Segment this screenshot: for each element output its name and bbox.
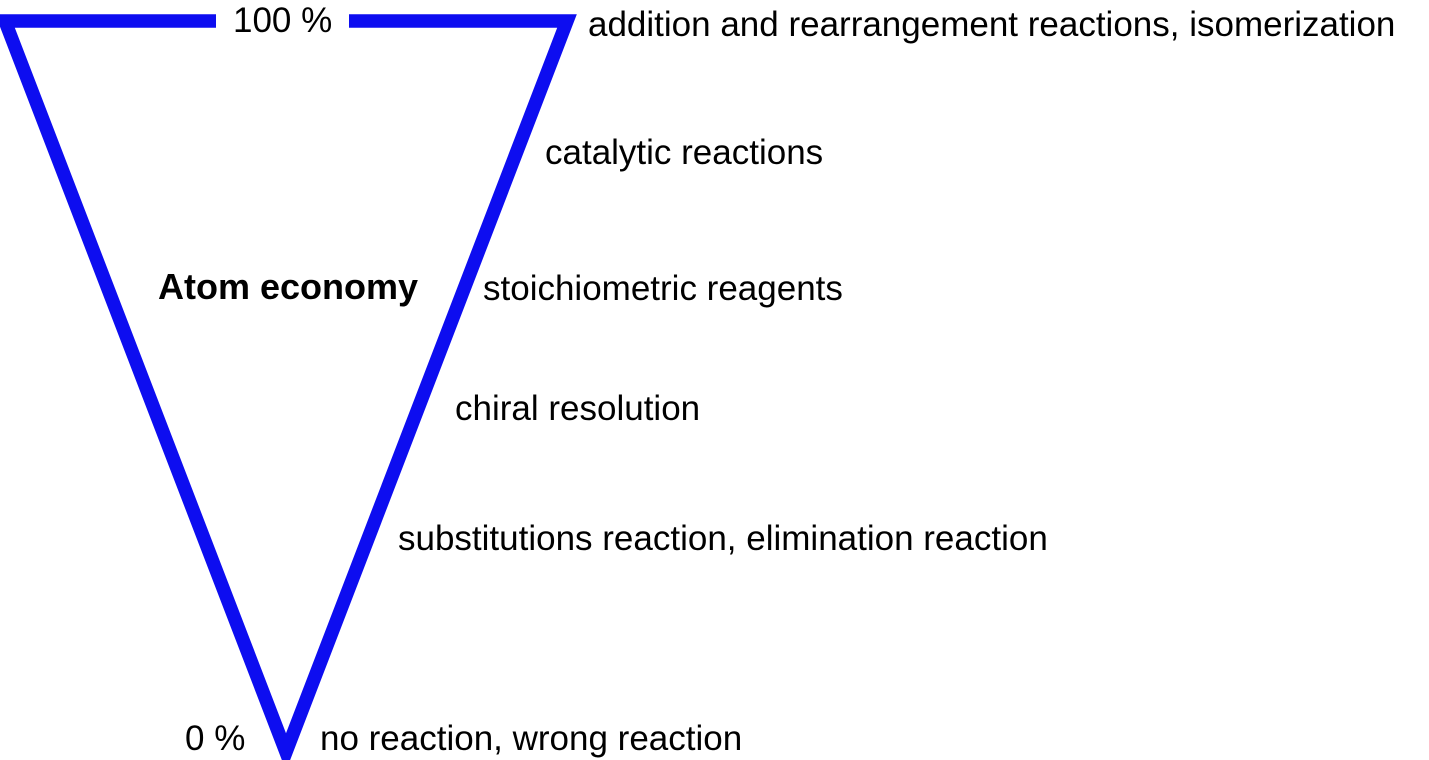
level-label-addition-rearrangement: addition and rearrangement reactions, is… xyxy=(588,5,1396,44)
diagram-title: Atom economy xyxy=(158,266,419,307)
funnel-triangle-outline xyxy=(0,14,577,760)
scale-bottom-label: 0 % xyxy=(185,719,246,758)
level-label-catalytic-reactions: catalytic reactions xyxy=(545,133,824,172)
level-label-stoichiometric-reagents: stoichiometric reagents xyxy=(483,269,843,308)
level-label-substitutions-elimination: substitutions reaction, elimination reac… xyxy=(398,519,1048,558)
level-label-no-reaction: no reaction, wrong reaction xyxy=(320,719,743,758)
level-label-chiral-resolution: chiral resolution xyxy=(455,389,701,428)
scale-top-label: 100 % xyxy=(216,2,350,40)
